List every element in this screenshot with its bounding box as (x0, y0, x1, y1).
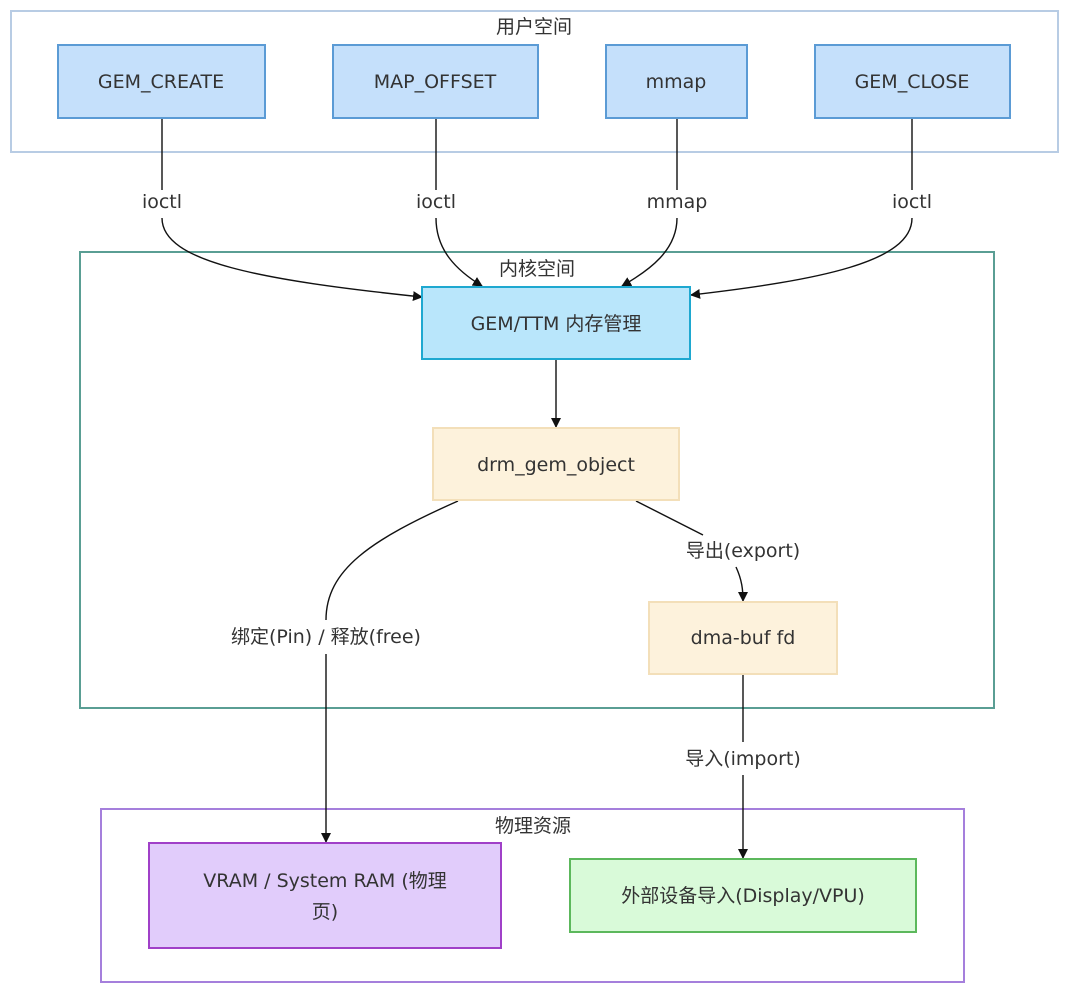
node-vram[interactable]: VRAM / System RAM (物理 页) (148, 842, 502, 949)
node-dma-buf-fd[interactable]: dma-buf fd (648, 601, 838, 675)
edge-offset-gem (435, 217, 483, 287)
edge-label-close-ioctl: ioctl (892, 191, 932, 213)
node-vram-label-line1: VRAM / System RAM (物理 (203, 870, 446, 892)
node-gem-create-box[interactable] (57, 44, 266, 119)
edge-create-gem (161, 217, 423, 302)
node-gem-ttm-box[interactable] (421, 286, 691, 360)
node-external-import-box[interactable] (569, 858, 917, 933)
node-gem-close[interactable]: GEM_CLOSE (814, 44, 1011, 119)
node-dma-buf-fd-label: dma-buf fd (691, 627, 796, 649)
edge-label-offset-ioctl: ioctl (416, 191, 456, 213)
node-gem-create-label: GEM_CREATE (98, 71, 224, 93)
group-physical-title: 物理资源 (495, 815, 571, 837)
edge-mmap-gem (621, 217, 678, 287)
node-gem-ttm[interactable]: GEM/TTM 内存管理 (421, 286, 691, 360)
node-mmap-box[interactable] (605, 44, 748, 119)
node-mmap[interactable]: mmap (605, 44, 748, 119)
edge-label-export: 导出(export) (686, 540, 800, 562)
edges (161, 118, 913, 859)
node-gem-create[interactable]: GEM_CREATE (57, 44, 266, 119)
node-external-import[interactable]: 外部设备导入(Display/VPU) (569, 858, 917, 933)
node-drm-gem-object-box[interactable] (432, 427, 680, 501)
node-drm-gem-object[interactable]: drm_gem_object (432, 427, 680, 501)
edge-labels: ioctl ioctl mmap ioctl 绑定(Pin) / 释放(free… (142, 191, 932, 770)
node-mmap-label: mmap (646, 71, 707, 93)
edge-pin-top (325, 500, 459, 621)
edge-export-dmabuf (735, 566, 748, 602)
edge-label-mmap: mmap (647, 191, 708, 213)
edge-label-create-ioctl: ioctl (142, 191, 182, 213)
edge-export-top (635, 500, 704, 536)
node-vram-box[interactable] (148, 842, 502, 949)
node-vram-label-line2: 页) (312, 901, 338, 923)
node-external-import-label: 外部设备导入(Display/VPU) (621, 885, 865, 907)
node-map-offset-box[interactable] (332, 44, 539, 119)
edge-label-pin-free: 绑定(Pin) / 释放(free) (231, 626, 421, 648)
node-map-offset-label: MAP_OFFSET (374, 71, 497, 93)
node-gem-close-label: GEM_CLOSE (855, 71, 970, 93)
node-gem-close-box[interactable] (814, 44, 1011, 119)
group-kernel-space-title: 内核空间 (499, 258, 575, 280)
edge-close-gem (690, 217, 913, 299)
node-map-offset[interactable]: MAP_OFFSET (332, 44, 539, 119)
edge-label-import: 导入(import) (685, 748, 801, 770)
group-user-space-title: 用户空间 (496, 16, 572, 38)
node-gem-ttm-label: GEM/TTM 内存管理 (471, 313, 642, 335)
node-dma-buf-fd-box[interactable] (648, 601, 838, 675)
node-drm-gem-object-label: drm_gem_object (477, 454, 635, 476)
